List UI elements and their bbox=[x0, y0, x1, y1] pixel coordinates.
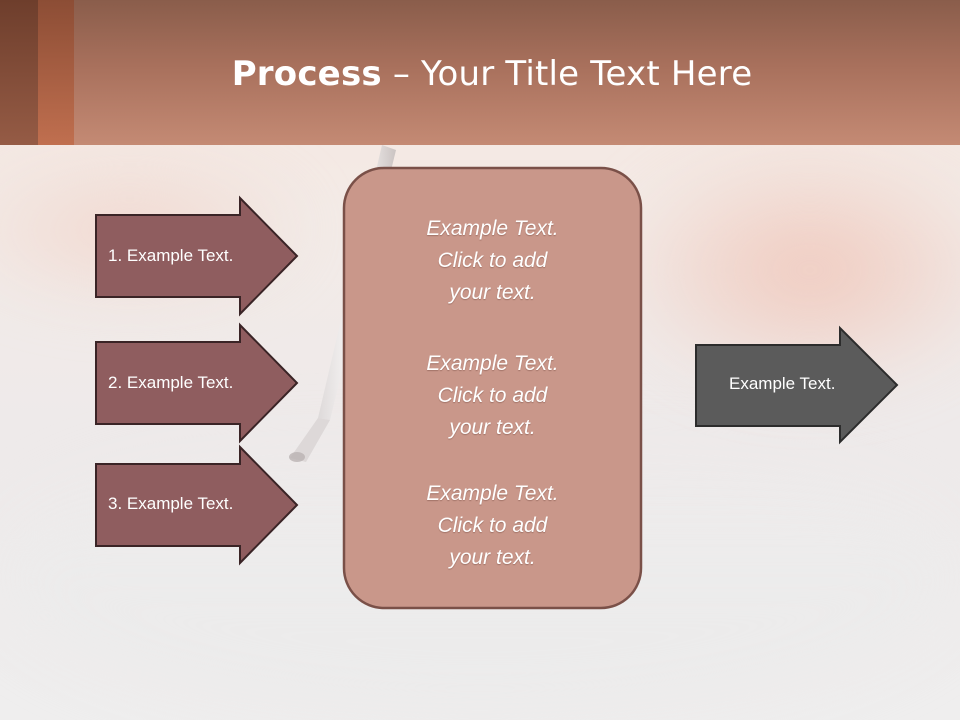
input-arrow-1[interactable] bbox=[95, 195, 299, 317]
title-rest-part: – Your Title Text Here bbox=[381, 54, 753, 94]
input-arrow-2-label: 2. Example Text. bbox=[108, 373, 234, 392]
center-box-paragraph-3[interactable]: Example Text. Click to add your text. bbox=[426, 482, 559, 569]
header-accent-stripe bbox=[0, 0, 38, 145]
title-header-band bbox=[0, 0, 960, 145]
input-arrow-3[interactable] bbox=[95, 444, 299, 566]
output-arrow[interactable] bbox=[695, 325, 899, 445]
input-arrow-2[interactable] bbox=[95, 322, 299, 444]
input-arrow-3-label: 3. Example Text. bbox=[108, 494, 234, 513]
output-arrow-label: Example Text. bbox=[729, 374, 836, 393]
center-box-paragraph-1[interactable]: Example Text. Click to add your text. bbox=[426, 217, 559, 304]
title-bold-part: Process bbox=[231, 54, 382, 94]
center-process-box[interactable] bbox=[342, 166, 643, 610]
center-box-paragraph-2[interactable]: Example Text. Click to add your text. bbox=[426, 352, 559, 439]
header-accent-stripe-2 bbox=[38, 0, 74, 145]
slide-title[interactable]: Process – Your Title Text Here bbox=[0, 50, 960, 98]
input-arrow-1-label: 1. Example Text. bbox=[108, 246, 234, 265]
